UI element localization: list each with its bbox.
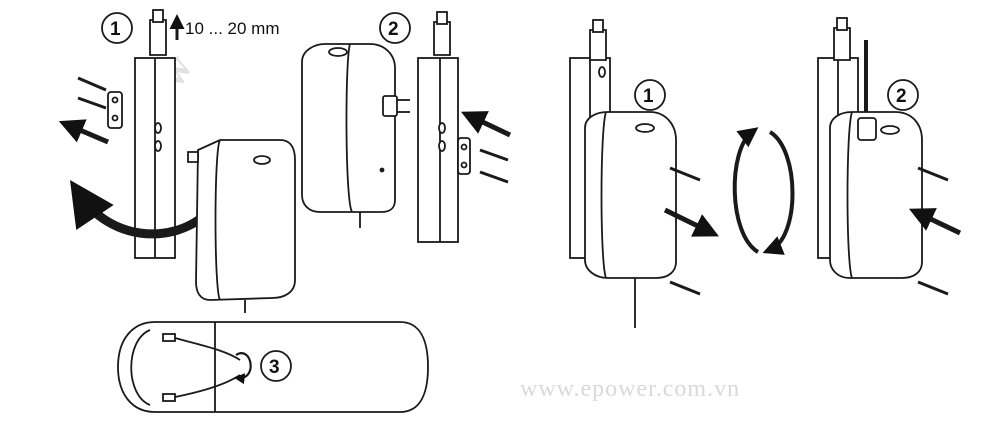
sensor-housing-1 bbox=[187, 139, 296, 313]
screws-bracket-right bbox=[457, 137, 509, 184]
step-3-label: 3 bbox=[269, 357, 280, 378]
left-panel: 1 10 ... 20 mm bbox=[58, 9, 512, 413]
push-arrow bbox=[908, 208, 962, 236]
step-1-marker: 1 bbox=[101, 12, 133, 44]
height-adjust-indicator: 10 ... 20 mm bbox=[169, 14, 279, 40]
screws-housing-4 bbox=[917, 166, 949, 296]
screws-bracket-left bbox=[77, 76, 123, 129]
step-1-label: 1 bbox=[110, 19, 121, 40]
dimension-label: 10 ... 20 mm bbox=[185, 19, 279, 38]
step-2-marker: 2 bbox=[379, 12, 411, 44]
rotation-arrow bbox=[732, 127, 795, 255]
right-panel: 1 2 bbox=[569, 17, 962, 328]
sensor-housing-2 bbox=[301, 43, 410, 228]
mount-arrow-left bbox=[460, 111, 512, 138]
step-1-marker-right: 1 bbox=[634, 79, 666, 111]
step-1-label-right: 1 bbox=[643, 86, 654, 107]
insert-arrow bbox=[663, 207, 719, 237]
step-2-marker-right: 2 bbox=[887, 79, 919, 111]
screws-housing-3 bbox=[669, 166, 701, 296]
sensor-housing-4 bbox=[829, 111, 923, 279]
post-1 bbox=[134, 9, 176, 259]
footer-watermark: www.epower.com.vn bbox=[520, 376, 740, 402]
rotate-arrow bbox=[70, 180, 208, 239]
post-2 bbox=[417, 11, 459, 243]
remove-arrow bbox=[58, 119, 109, 145]
step-2-label-right: 2 bbox=[896, 86, 907, 107]
step-3-marker: 3 bbox=[260, 350, 292, 382]
step-2-label: 2 bbox=[388, 19, 399, 40]
sensor-housing-3 bbox=[584, 111, 677, 328]
